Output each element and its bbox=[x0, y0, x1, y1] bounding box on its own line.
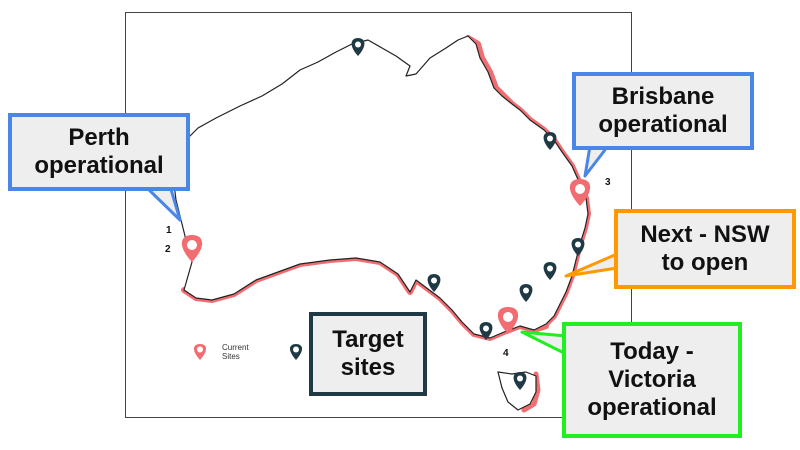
target-site-pin bbox=[519, 284, 533, 302]
site-number-1: 1 bbox=[166, 225, 172, 236]
nsw-callout: Next - NSW to open bbox=[614, 209, 796, 289]
legend-current-label: Current Sites bbox=[222, 343, 249, 362]
brisbane-callout-pointer bbox=[583, 144, 610, 178]
target-site-pins bbox=[351, 38, 585, 390]
target-site-pin bbox=[543, 262, 557, 280]
current-site-pin-brisbane bbox=[569, 179, 591, 206]
legend-target-icon bbox=[289, 344, 303, 360]
site-number-2: 2 bbox=[165, 244, 171, 255]
target-site-pin bbox=[427, 274, 441, 292]
legend-current-icon bbox=[193, 344, 207, 360]
current-site-pin-victoria bbox=[497, 307, 519, 334]
current-site-pin-perth bbox=[181, 235, 203, 262]
current-site-pins bbox=[181, 179, 591, 334]
site-number-3: 3 bbox=[605, 177, 611, 188]
site-number-4: 4 bbox=[503, 348, 509, 359]
perth-callout: Perth operational bbox=[8, 113, 190, 191]
victoria-callout: Today - Victoria operational bbox=[562, 322, 742, 438]
victoria-callout-pointer bbox=[520, 330, 568, 356]
target-site-pin bbox=[351, 38, 365, 56]
australia-outline bbox=[173, 35, 589, 339]
tasmania-highlight bbox=[521, 371, 541, 413]
brisbane-callout: Brisbane operational bbox=[572, 72, 754, 150]
target-site-pin bbox=[513, 372, 527, 390]
target-site-pin bbox=[479, 322, 493, 340]
target-site-pin bbox=[543, 132, 557, 150]
target-sites-callout: Target sites bbox=[309, 312, 427, 396]
target-site-pin bbox=[571, 238, 585, 256]
